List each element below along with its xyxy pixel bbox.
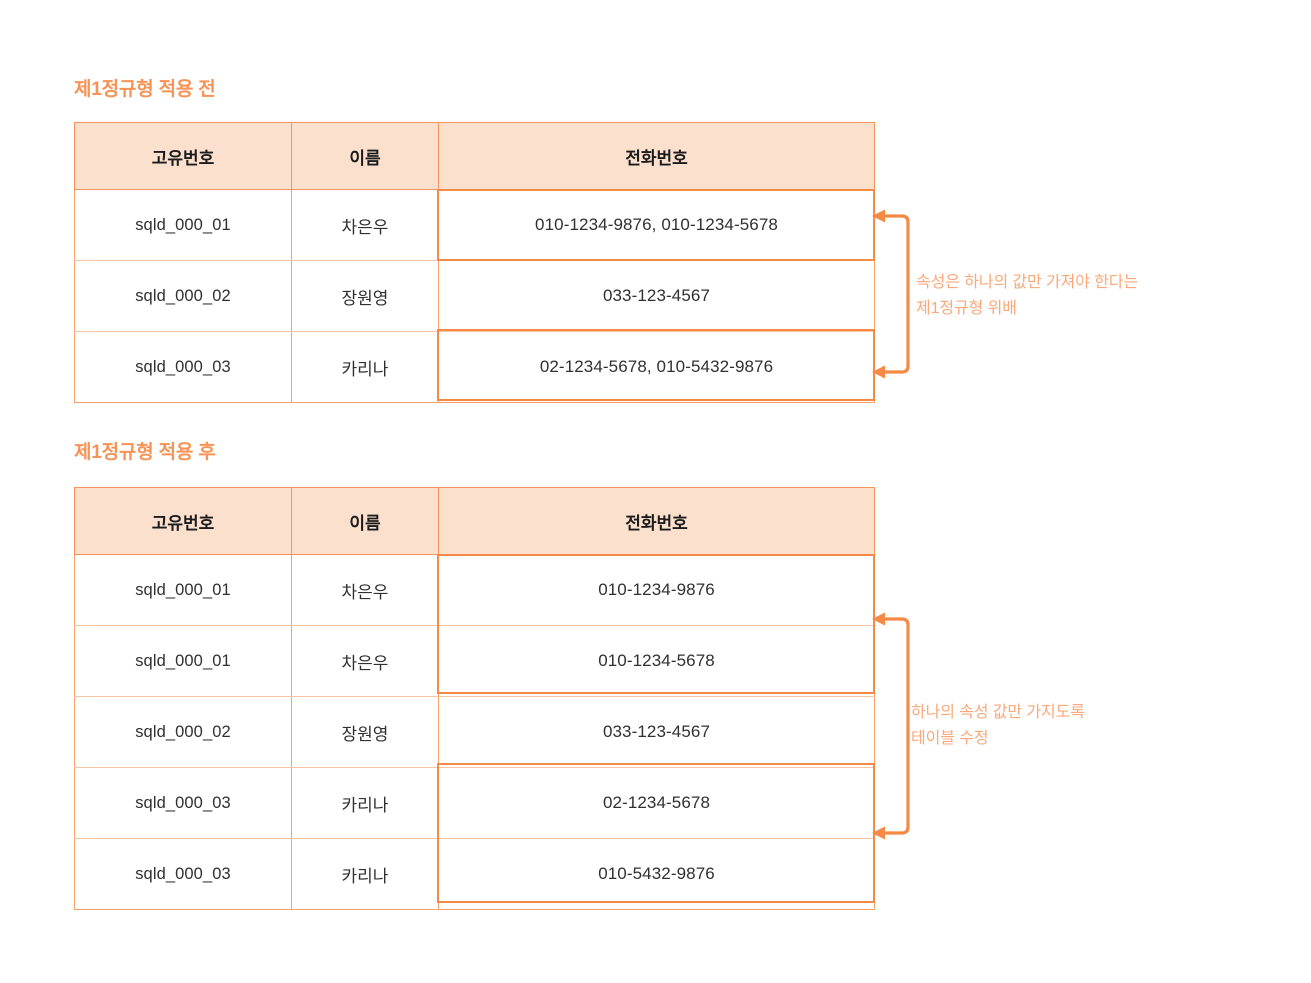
cell-name: 장원영 bbox=[291, 260, 439, 332]
cell-tel: 010-5432-9876 bbox=[438, 838, 875, 910]
cell-name: 장원영 bbox=[291, 696, 439, 768]
column-header-name: 이름 bbox=[291, 122, 439, 190]
annotation-text-before: 속성은 하나의 값만 가져야 한다는 제1정규형 위배 bbox=[916, 274, 1139, 317]
section-title-before: 제1정규형 적용 전 bbox=[74, 79, 216, 100]
table-row: sqld_000_03 카리나 02-1234-5678 bbox=[74, 767, 875, 839]
cell-id: sqld_000_03 bbox=[74, 331, 292, 403]
column-header-name: 이름 bbox=[291, 487, 439, 555]
cell-name: 차은우 bbox=[291, 625, 439, 697]
cell-tel: 010-1234-9876 bbox=[438, 554, 875, 626]
cell-id: sqld_000_01 bbox=[74, 625, 292, 697]
cell-tel: 010-1234-9876, 010-1234-5678 bbox=[438, 189, 875, 261]
cell-id: sqld_000_03 bbox=[74, 767, 292, 839]
column-header-id: 고유번호 bbox=[74, 122, 292, 190]
cell-name: 차은우 bbox=[291, 554, 439, 626]
table-before-normalization: 고유번호 이름 전화번호 sqld_000_01 차은우 010-1234-98… bbox=[74, 122, 875, 403]
table-row: sqld_000_01 차은우 010-1234-9876, 010-1234-… bbox=[74, 189, 875, 261]
section-title-after: 제1정규형 적용 후 bbox=[74, 442, 216, 463]
cell-name: 카리나 bbox=[291, 767, 439, 839]
cell-name: 카리나 bbox=[291, 838, 439, 910]
table-after-normalization: 고유번호 이름 전화번호 sqld_000_01 차은우 010-1234-98… bbox=[74, 487, 875, 910]
cell-id: sqld_000_02 bbox=[74, 260, 292, 332]
cell-id: sqld_000_01 bbox=[74, 189, 292, 261]
cell-id: sqld_000_03 bbox=[74, 838, 292, 910]
cell-name: 카리나 bbox=[291, 331, 439, 403]
cell-id: sqld_000_02 bbox=[74, 696, 292, 768]
column-header-tel: 전화번호 bbox=[438, 122, 875, 190]
cell-tel: 033-123-4567 bbox=[438, 260, 875, 332]
cell-tel: 02-1234-5678, 010-5432-9876 bbox=[438, 331, 875, 403]
annotation-text-after: 하나의 속성 값만 가지도록 테이블 수정 bbox=[911, 704, 1085, 747]
table-row: sqld_000_01 차은우 010-1234-9876 bbox=[74, 554, 875, 626]
table-row: sqld_000_03 카리나 010-5432-9876 bbox=[74, 838, 875, 910]
cell-tel: 02-1234-5678 bbox=[438, 767, 875, 839]
column-header-tel: 전화번호 bbox=[438, 487, 875, 555]
table-header-row: 고유번호 이름 전화번호 bbox=[74, 122, 875, 190]
table-row: sqld_000_03 카리나 02-1234-5678, 010-5432-9… bbox=[74, 331, 875, 403]
table-row: sqld_000_02 장원영 033-123-4567 bbox=[74, 696, 875, 768]
annotation-bracket-before bbox=[872, 209, 910, 379]
table-row: sqld_000_02 장원영 033-123-4567 bbox=[74, 260, 875, 332]
cell-id: sqld_000_01 bbox=[74, 554, 292, 626]
column-header-id: 고유번호 bbox=[74, 487, 292, 555]
cell-tel: 033-123-4567 bbox=[438, 696, 875, 768]
cell-name: 차은우 bbox=[291, 189, 439, 261]
table-header-row: 고유번호 이름 전화번호 bbox=[74, 487, 875, 555]
cell-tel: 010-1234-5678 bbox=[438, 625, 875, 697]
table-row: sqld_000_01 차은우 010-1234-5678 bbox=[74, 625, 875, 697]
